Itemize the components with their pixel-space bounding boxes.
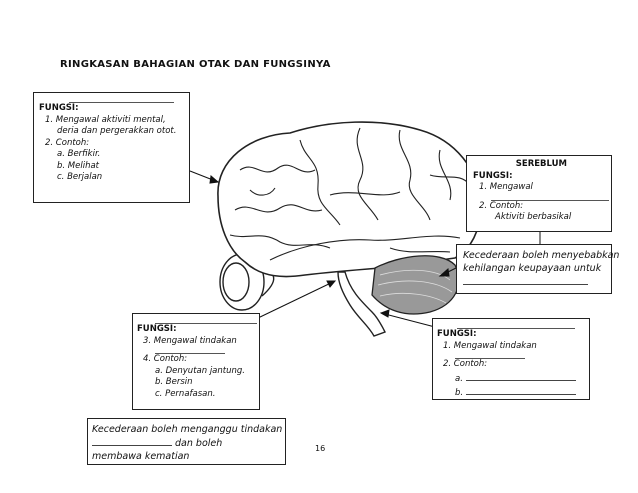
cerebrum-example-c: c. Berjalan [57,172,103,182]
medulla-item-1: 3. Mengawal tindakan [143,335,237,346]
page-title: RINGKASAN BAHAGIAN OTAK DAN FUNGSINYA [60,59,331,70]
cerebellum-name: SEREBLUM [515,159,567,169]
medulla-note-blank[interactable] [92,436,172,446]
spinal-example-b: b. [455,388,464,398]
medulla-fungsi-heading: FUNGSI: [137,324,177,334]
cerebellum-function-blank[interactable] [491,194,609,201]
cerebrum-example-b: b. Melihat [57,160,100,171]
spinal-function-blank[interactable] [455,352,525,359]
cerebrum-folds [229,127,471,261]
cerebrum-item-2: 2. Contoh: [45,137,90,148]
spinal-example-a: a. [455,373,463,384]
cerebrum-illustration [217,121,481,278]
medulla-example-b: b. Bersin [155,377,193,387]
medulla-function-blank[interactable] [155,347,225,354]
medulla-note-line-3: membawa kematian [92,451,190,462]
cerebellum-example: Aktiviti berbasikal [495,212,572,222]
spinal-item-2: 2. Contoh: [443,359,488,369]
cerebellum-item-1: 1. Mengawal [479,182,533,192]
cerebellum-injury-note: Kecederaan boleh menyebabkan kehilangan … [456,244,620,294]
medulla-note-line-2: dan boleh [172,438,223,449]
cerebrum-example-a: a. Berfikir. [57,149,101,159]
medulla-example-a: a. Denyutan jantung. [155,365,245,376]
cerebrum-item-1b: deria dan pergerakkan otot. [57,126,177,136]
cerebellum-illustration [371,255,460,315]
brainstem-illustration [337,271,386,337]
cerebellum-fungsi-heading: FUNGSI: [473,170,513,181]
medulla-note-line-1: Kecederaan boleh menganggu tindakan [92,424,283,435]
medulla-function-box: FUNGSI: 3. Mengawal tindakan 4. Contoh: … [132,313,260,410]
cerebellum-note-blank[interactable] [463,275,588,285]
spinal-example-b-blank[interactable] [465,385,576,395]
pointer-lines [189,170,541,328]
spinal-name-blank[interactable] [457,322,575,329]
cerebellum-function-box: SEREBLUM FUNGSI: 1. Mengawal 2. Contoh: … [466,155,612,232]
spinal-example-a-blank[interactable] [465,371,576,381]
medulla-name-blank[interactable] [155,317,257,324]
cerebrum-function-box: FUNGSI: 1. Mengawal aktiviti mental, der… [33,92,190,203]
cerebrum-item-1: 1. Mengawal aktiviti mental, [45,114,166,125]
medulla-example-c: c. Pernafasan. [155,388,216,399]
cerebrum-name-blank[interactable] [69,96,174,103]
page-number: 16 [315,444,326,453]
cerebrum-fungsi-heading: FUNGSI: [39,103,79,113]
medulla-injury-note: Kecederaan boleh menganggu tindakan dan … [87,418,286,465]
medulla-item-2: 4. Contoh: [143,354,188,364]
cerebellum-item-2: 2. Contoh: [479,200,524,211]
spinal-item-1: 1. Mengawal tindakan [443,340,537,351]
spinal-fungsi-heading: FUNGSI: [437,329,477,339]
cerebellum-note-line-2: kehilangan keupayaan untuk [463,263,602,274]
cerebellum-note-line-1: Kecederaan boleh menyebabkan [463,250,620,261]
spinal-function-box: FUNGSI: 1. Mengawal tindakan 2. Contoh: … [432,318,590,400]
